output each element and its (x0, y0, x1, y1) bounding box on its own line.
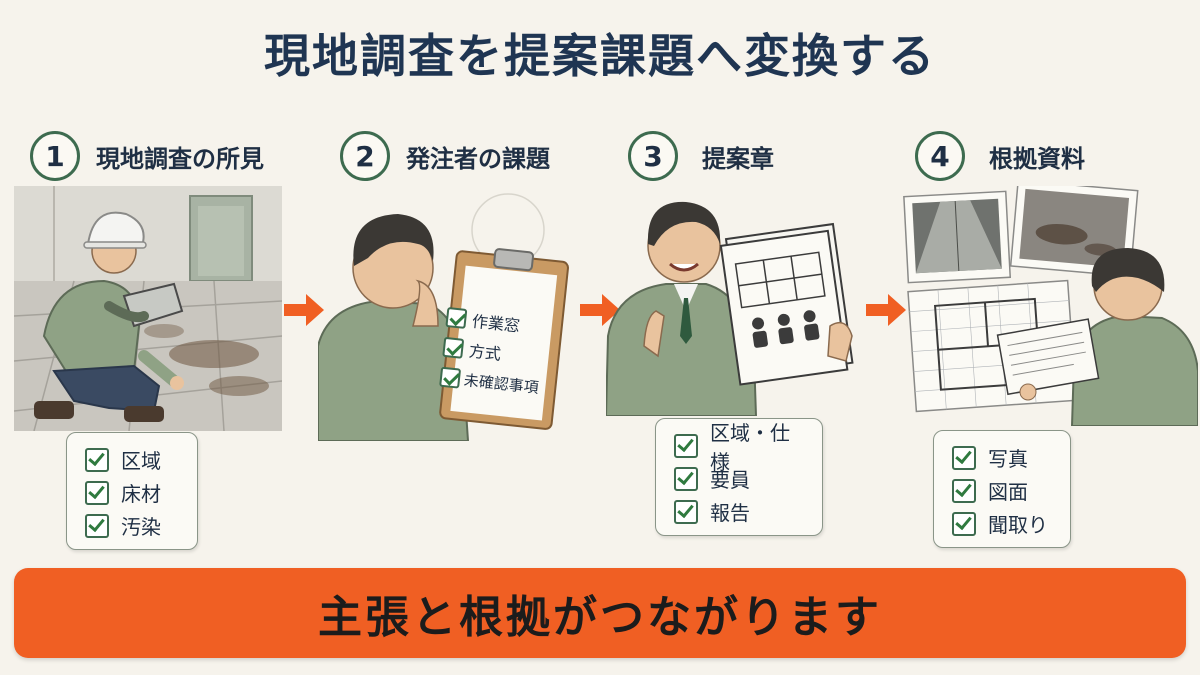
step-3-checklist: 区域・仕様 要員 報告 (655, 418, 823, 536)
checkbox-checked-icon (445, 306, 468, 329)
step-3-header: 3 提案章 (628, 130, 774, 182)
client-issues-illustration (318, 193, 569, 441)
checkbox-checked-icon (85, 513, 109, 538)
checkbox-checked-icon (674, 499, 698, 524)
step-4-title: 根拠資料 (989, 144, 1085, 173)
checkbox-checked-icon (439, 366, 462, 389)
list-item: 要員 (674, 462, 808, 495)
checklist-item-label: 汚染 (121, 515, 161, 539)
clipboard-item-label: 方式 (468, 341, 502, 364)
step-1-header: 1 現地調査の所見 (30, 130, 264, 182)
clipboard-item-label: 作業窓 (471, 311, 521, 336)
checklist-item-label: 床材 (121, 482, 161, 506)
page-title: 現地調査を提案課題へ変換する (264, 29, 936, 83)
checklist-item-label: 図面 (988, 480, 1028, 504)
step-3-title: 提案章 (702, 144, 774, 173)
checkbox-checked-icon (85, 480, 109, 505)
proposal-presenter-illustration (606, 201, 854, 416)
list-item: 報告 (674, 495, 808, 528)
step-1-number: 1 (30, 131, 80, 181)
list-item: 区域・仕様 (674, 421, 808, 474)
checkbox-checked-icon (85, 447, 109, 472)
checklist-item-label: 区域 (121, 449, 161, 473)
step-4-header: 4 根拠資料 (915, 130, 1085, 182)
summary-banner: 主張と根拠がつながります (14, 568, 1186, 658)
checklist-item-label: 報告 (710, 501, 750, 525)
list-item: 聞取り (952, 507, 1056, 540)
step-4-number: 4 (915, 131, 965, 181)
checklist-item-label: 写真 (988, 447, 1028, 471)
step-2-title: 発注者の課題 (406, 144, 550, 173)
clipboard-list: 作業窓 方式 未確認事項 (439, 302, 558, 403)
clipboard-item-label: 未確認事項 (463, 370, 540, 397)
step-3-number: 3 (628, 131, 678, 181)
arrow-right-icon (866, 294, 906, 326)
step-2-number: 2 (340, 131, 390, 181)
checkbox-checked-icon (952, 478, 976, 503)
list-item: 区域 (85, 443, 183, 476)
checkbox-checked-icon (952, 445, 976, 470)
checklist-item-label: 聞取り (988, 513, 1048, 537)
checkbox-checked-icon (442, 336, 465, 359)
list-item: 写真 (952, 441, 1056, 474)
checklist-item-label: 区域・仕様 (710, 420, 790, 474)
arrow-right-icon (580, 294, 620, 326)
list-item: 床材 (85, 476, 183, 509)
step-1-title: 現地調査の所見 (96, 144, 264, 173)
checkbox-checked-icon (952, 511, 976, 536)
checkbox-checked-icon (674, 433, 698, 458)
arrow-right-icon (284, 294, 324, 326)
list-item: 図面 (952, 474, 1056, 507)
summary-banner-text: 主張と根拠がつながります (318, 592, 882, 643)
evidence-materials-illustration (903, 186, 1198, 426)
checkbox-checked-icon (674, 466, 698, 491)
list-item: 汚染 (85, 509, 183, 542)
site-inspection-illustration (14, 186, 282, 431)
checklist-item-label: 要員 (710, 468, 750, 492)
step-4-checklist: 写真 図面 聞取り (933, 430, 1071, 548)
step-1-checklist: 区域 床材 汚染 (66, 432, 198, 550)
step-2-header: 2 発注者の課題 (340, 130, 550, 182)
